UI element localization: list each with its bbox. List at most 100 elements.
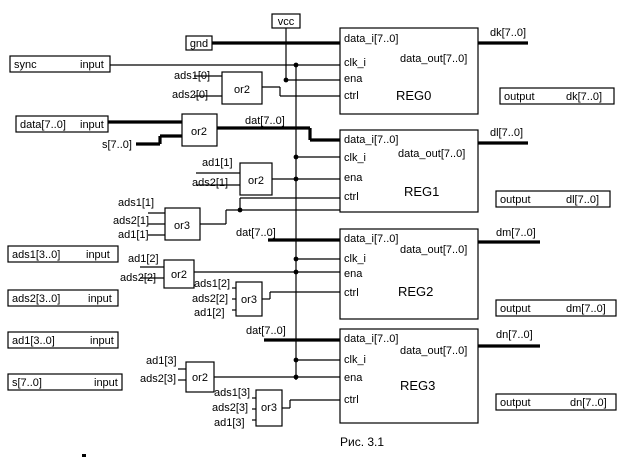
port-dir: output [500, 397, 531, 409]
gate-input-label: ad1[2] [128, 253, 159, 265]
gate-or2-reg3: ad1[3] ads2[3] or2 [140, 355, 215, 393]
port-name: dk[7..0] [566, 91, 602, 103]
port-name: s[7..0] [12, 377, 42, 389]
net-label-dk: dk[7..0] [490, 27, 526, 39]
net-label-dm: dm[7..0] [496, 227, 536, 239]
junction-dot [293, 269, 299, 275]
input-port-ad1: ad1[3..0] input [7, 331, 119, 349]
gate-input-label: ads2[1] [113, 215, 149, 227]
input-port-ads1: ads1[3..0] input [7, 245, 119, 263]
gate-input-label: ad1[1] [118, 229, 149, 241]
gate-type: or2 [234, 84, 250, 96]
register-reg3: data_i[7..0] clk_i ena ctrl data_out[7..… [339, 328, 479, 424]
gate-input-label: ads1[0] [174, 70, 210, 82]
port-dir: input [86, 249, 110, 261]
gnd-label: gnd [190, 38, 208, 50]
gate-input-label: ads1[3] [214, 387, 250, 399]
reg-pin-clk: clk_i [344, 57, 366, 69]
gate-or2-data: or2 [181, 113, 218, 147]
junction-dot [293, 256, 299, 262]
net-label-dat: dat[7..0] [236, 227, 276, 239]
gate-type: or3 [241, 294, 257, 306]
gate-or3-reg3: ads1[3] ads2[3] ad1[3] or3 [212, 387, 283, 429]
reg-pin-data-i: data_i[7..0] [344, 134, 398, 146]
port-dir: output [500, 303, 531, 315]
input-port-ads2: ads2[3..0] input [7, 289, 119, 307]
port-name: dm[7..0] [566, 303, 606, 315]
figure-caption: Рис. 3.1 [340, 435, 384, 449]
net-label-dat: dat[7..0] [246, 325, 286, 337]
gnd-symbol: gnd [185, 35, 213, 51]
junction-dot [293, 176, 299, 182]
reg-pin-ctrl: ctrl [344, 394, 359, 406]
gate-input-label: ad1[2] [194, 307, 225, 319]
register-reg2: data_i[7..0] clk_i ena ctrl data_out[7..… [339, 228, 479, 320]
junction-dot [237, 207, 243, 213]
reg-pin-data-i: data_i[7..0] [344, 233, 398, 245]
reg-pin-clk: clk_i [344, 253, 366, 265]
gate-type: or2 [192, 372, 208, 384]
junction-dot [293, 62, 299, 68]
input-port-s: s[7..0] input [7, 373, 123, 391]
port-dir: input [88, 293, 112, 305]
port-name: ads1[3..0] [12, 249, 60, 261]
output-port-dk: output dk[7..0] [499, 87, 615, 105]
net-label-s: s[7..0] [102, 139, 132, 151]
junction-dot [293, 154, 299, 160]
port-dir: input [90, 335, 114, 347]
port-dir: input [94, 377, 118, 389]
vcc-label: vcc [278, 16, 295, 28]
gate-input-label: ad1[3] [214, 417, 245, 429]
input-port-sync: sync input [9, 55, 111, 73]
gate-input-label: ad1[3] [146, 355, 177, 367]
register-reg0: data_i[7..0] clk_i ena ctrl data_out[7..… [339, 27, 479, 115]
port-dir: input [80, 119, 104, 131]
reg-pin-clk: clk_i [344, 354, 366, 366]
register-name: REG1 [404, 184, 439, 199]
register-name: REG2 [398, 284, 433, 299]
gate-input-label: ads1[2] [194, 278, 230, 290]
port-dir: output [504, 91, 535, 103]
wires [108, 28, 540, 421]
junction-dot [293, 357, 299, 363]
reg-pin-ena: ena [344, 172, 363, 184]
gate-input-label: ads2[2] [120, 272, 156, 284]
gate-input-label: ads2[3] [212, 402, 248, 414]
gate-input-label: ads2[3] [140, 373, 176, 385]
reg-pin-ena: ena [344, 372, 363, 384]
gate-or2-reg1: ad1[1] ads2[1] or2 [192, 157, 273, 196]
reg-pin-ctrl: ctrl [344, 90, 359, 102]
output-port-dl: output dl[7..0] [495, 190, 611, 208]
junction-dot [283, 77, 289, 83]
register-name: REG3 [400, 378, 435, 393]
gate-type: or3 [261, 402, 277, 414]
output-port-dm: output dm[7..0] [495, 299, 617, 317]
input-port-data: data[7..0] input [15, 115, 109, 133]
reg-pin-data-out: data_out[7..0] [400, 53, 467, 65]
stray-mark [82, 454, 86, 457]
net-label-dl: dl[7..0] [490, 127, 523, 139]
reg-pin-ctrl: ctrl [344, 287, 359, 299]
gate-input-label: ads1[1] [118, 197, 154, 209]
port-name: ads2[3..0] [12, 293, 60, 305]
vcc-symbol: vcc [271, 13, 301, 29]
reg-pin-data-out: data_out[7..0] [400, 244, 467, 256]
port-name: dl[7..0] [566, 194, 599, 206]
gate-input-label: ads2[0] [172, 89, 208, 101]
gate-type: or2 [171, 269, 187, 281]
register-reg1: data_i[7..0] clk_i ena ctrl data_out[7..… [339, 129, 479, 213]
gate-type: or2 [248, 175, 264, 187]
gate-type: or3 [174, 220, 190, 232]
net-label-dn: dn[7..0] [496, 329, 533, 341]
junction-dots [237, 62, 299, 380]
gate-input-label: ads2[2] [192, 293, 228, 305]
reg-pin-clk: clk_i [344, 152, 366, 164]
gate-input-label: ads2[1] [192, 177, 228, 189]
gate-input-label: ad1[1] [202, 157, 233, 169]
register-name: REG0 [396, 88, 431, 103]
gate-or3-reg1: ads1[1] ads2[1] ad1[1] or3 [113, 197, 201, 241]
port-name: data[7..0] [20, 119, 66, 131]
port-name: dn[7..0] [570, 397, 607, 409]
reg-pin-ena: ena [344, 268, 363, 280]
